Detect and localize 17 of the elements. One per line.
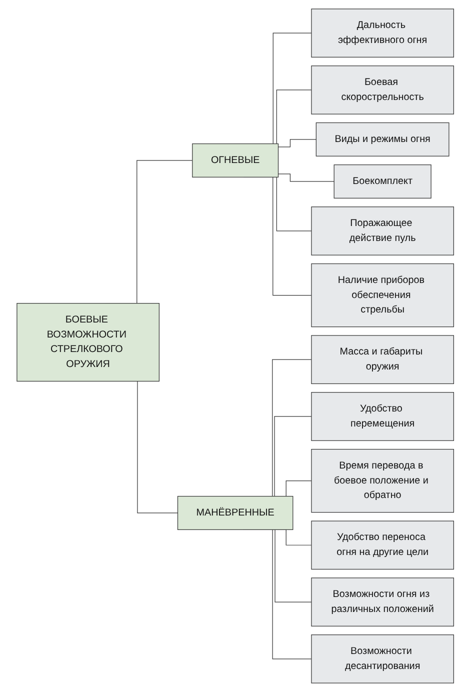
node-box: Виды и режимы огня [316, 122, 450, 156]
node-box: Боекомплект [334, 164, 432, 198]
node-box: МАНЁВРЕННЫЕ [178, 496, 294, 530]
node-box: Возможности десантирования [311, 634, 454, 684]
node-box: Время перевода в боевое положение и обратно [311, 448, 454, 513]
node-box: Удобство перемещения [311, 392, 454, 441]
node-box: Удобство переноса огня на другие цели [311, 520, 454, 570]
node-box: Масса и габариты оружия [311, 335, 454, 384]
connector [278, 174, 335, 182]
connector [278, 139, 317, 148]
node-box: Возможности огня из различных положений [311, 578, 454, 626]
node-box: Боевая скорострельность [311, 66, 454, 114]
node-box: Дальность эффективного огня [311, 8, 454, 58]
node-box: Поражающее действие пуль [311, 206, 454, 256]
node-box: Наличие приборов обеспечения стрельбы [311, 263, 454, 328]
node-box: БОЕВЫЕ ВОЗМОЖНОСТИ СТРЕЛКОВОГО ОРУЖИЯ [16, 303, 160, 382]
node-box: ОГНЕВЫЕ [192, 143, 279, 178]
